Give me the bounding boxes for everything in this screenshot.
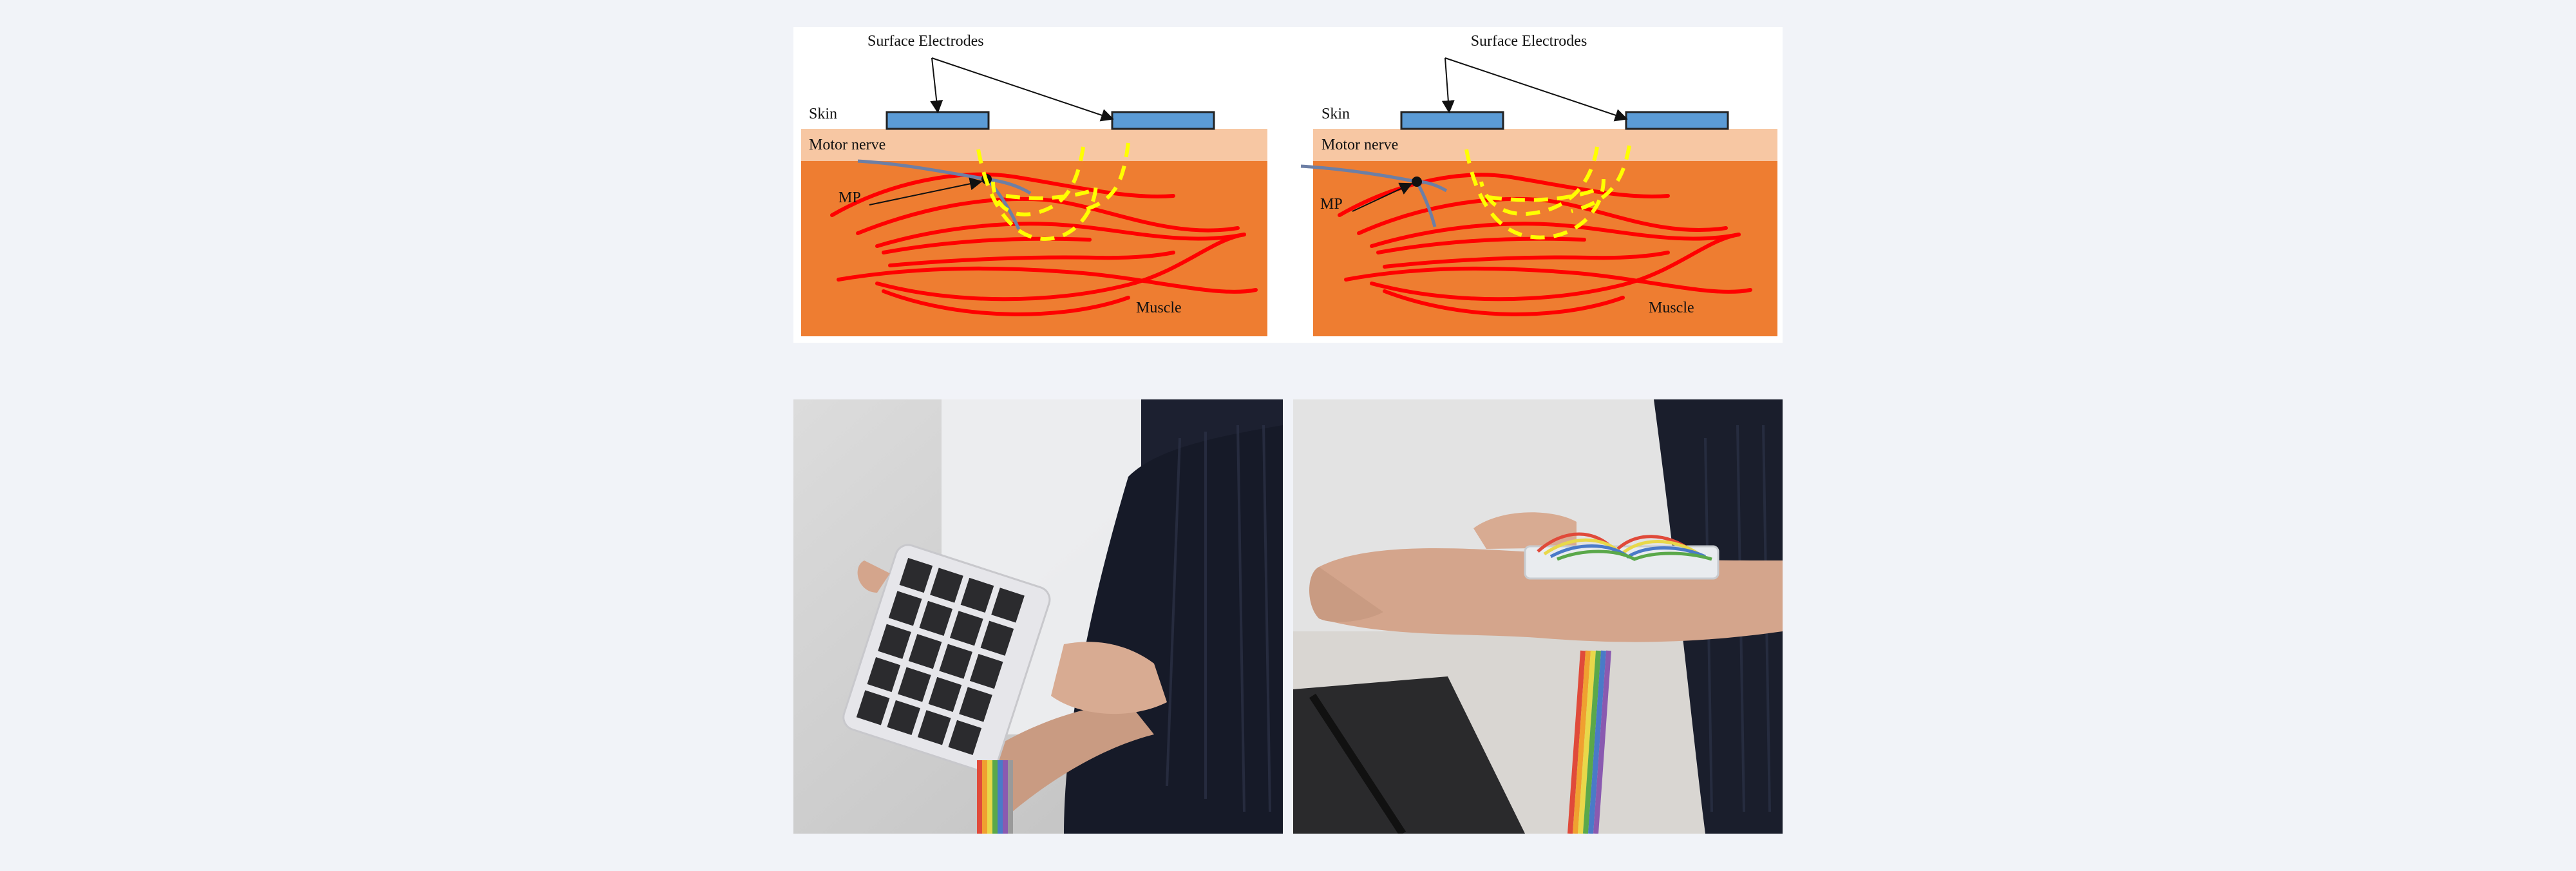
recording-field [976, 142, 1130, 241]
muscle-layer [801, 161, 1267, 336]
label-mp: MP [1320, 196, 1343, 213]
photo-electrode-array-in-hand [793, 399, 1283, 834]
ribbon-cable [977, 760, 1013, 834]
skin-layer [1313, 129, 1777, 161]
desk-object [1293, 676, 1525, 834]
motor-point [1412, 177, 1422, 187]
electrode-right [1625, 111, 1729, 130]
electrode-strip-on-arm [1524, 532, 1719, 580]
electrode-left [886, 111, 990, 130]
muscle-fibers [830, 172, 1258, 316]
label-skin: Skin [1321, 106, 1350, 122]
label-surface-electrodes: Surface Electrodes [867, 33, 984, 50]
electrode-left [1400, 111, 1504, 130]
skin-layer [801, 129, 1267, 161]
recording-field [1464, 145, 1631, 240]
emg-diagram-right: Surface Electrodes Skin Motor nerve MP M… [1300, 33, 1777, 336]
electrode-right [1111, 111, 1215, 130]
label-muscle: Muscle [1649, 300, 1694, 316]
label-surface-electrodes: Surface Electrodes [1471, 33, 1587, 50]
motor-nerve [857, 159, 1032, 230]
photo-electrode-array-on-forearm [1293, 399, 1783, 834]
leader-lines [869, 57, 1114, 206]
label-muscle: Muscle [1136, 300, 1182, 316]
muscle-fibers [1338, 173, 1752, 316]
label-motor-nerve: Motor nerve [809, 137, 886, 153]
label-motor-nerve: Motor nerve [1321, 137, 1398, 153]
electrode-grid-patch [842, 544, 1051, 773]
label-mp: MP [838, 189, 861, 206]
emg-diagram-figure: Surface Electrodes Skin Motor nerve MP M… [793, 27, 1783, 343]
leader-lines [1352, 57, 1628, 212]
emg-diagram-left: Surface Electrodes Skin Motor nerve MP M… [801, 33, 1267, 336]
muscle-layer [1313, 161, 1777, 336]
ribbon-cable [1567, 650, 1611, 834]
label-skin: Skin [809, 106, 837, 122]
